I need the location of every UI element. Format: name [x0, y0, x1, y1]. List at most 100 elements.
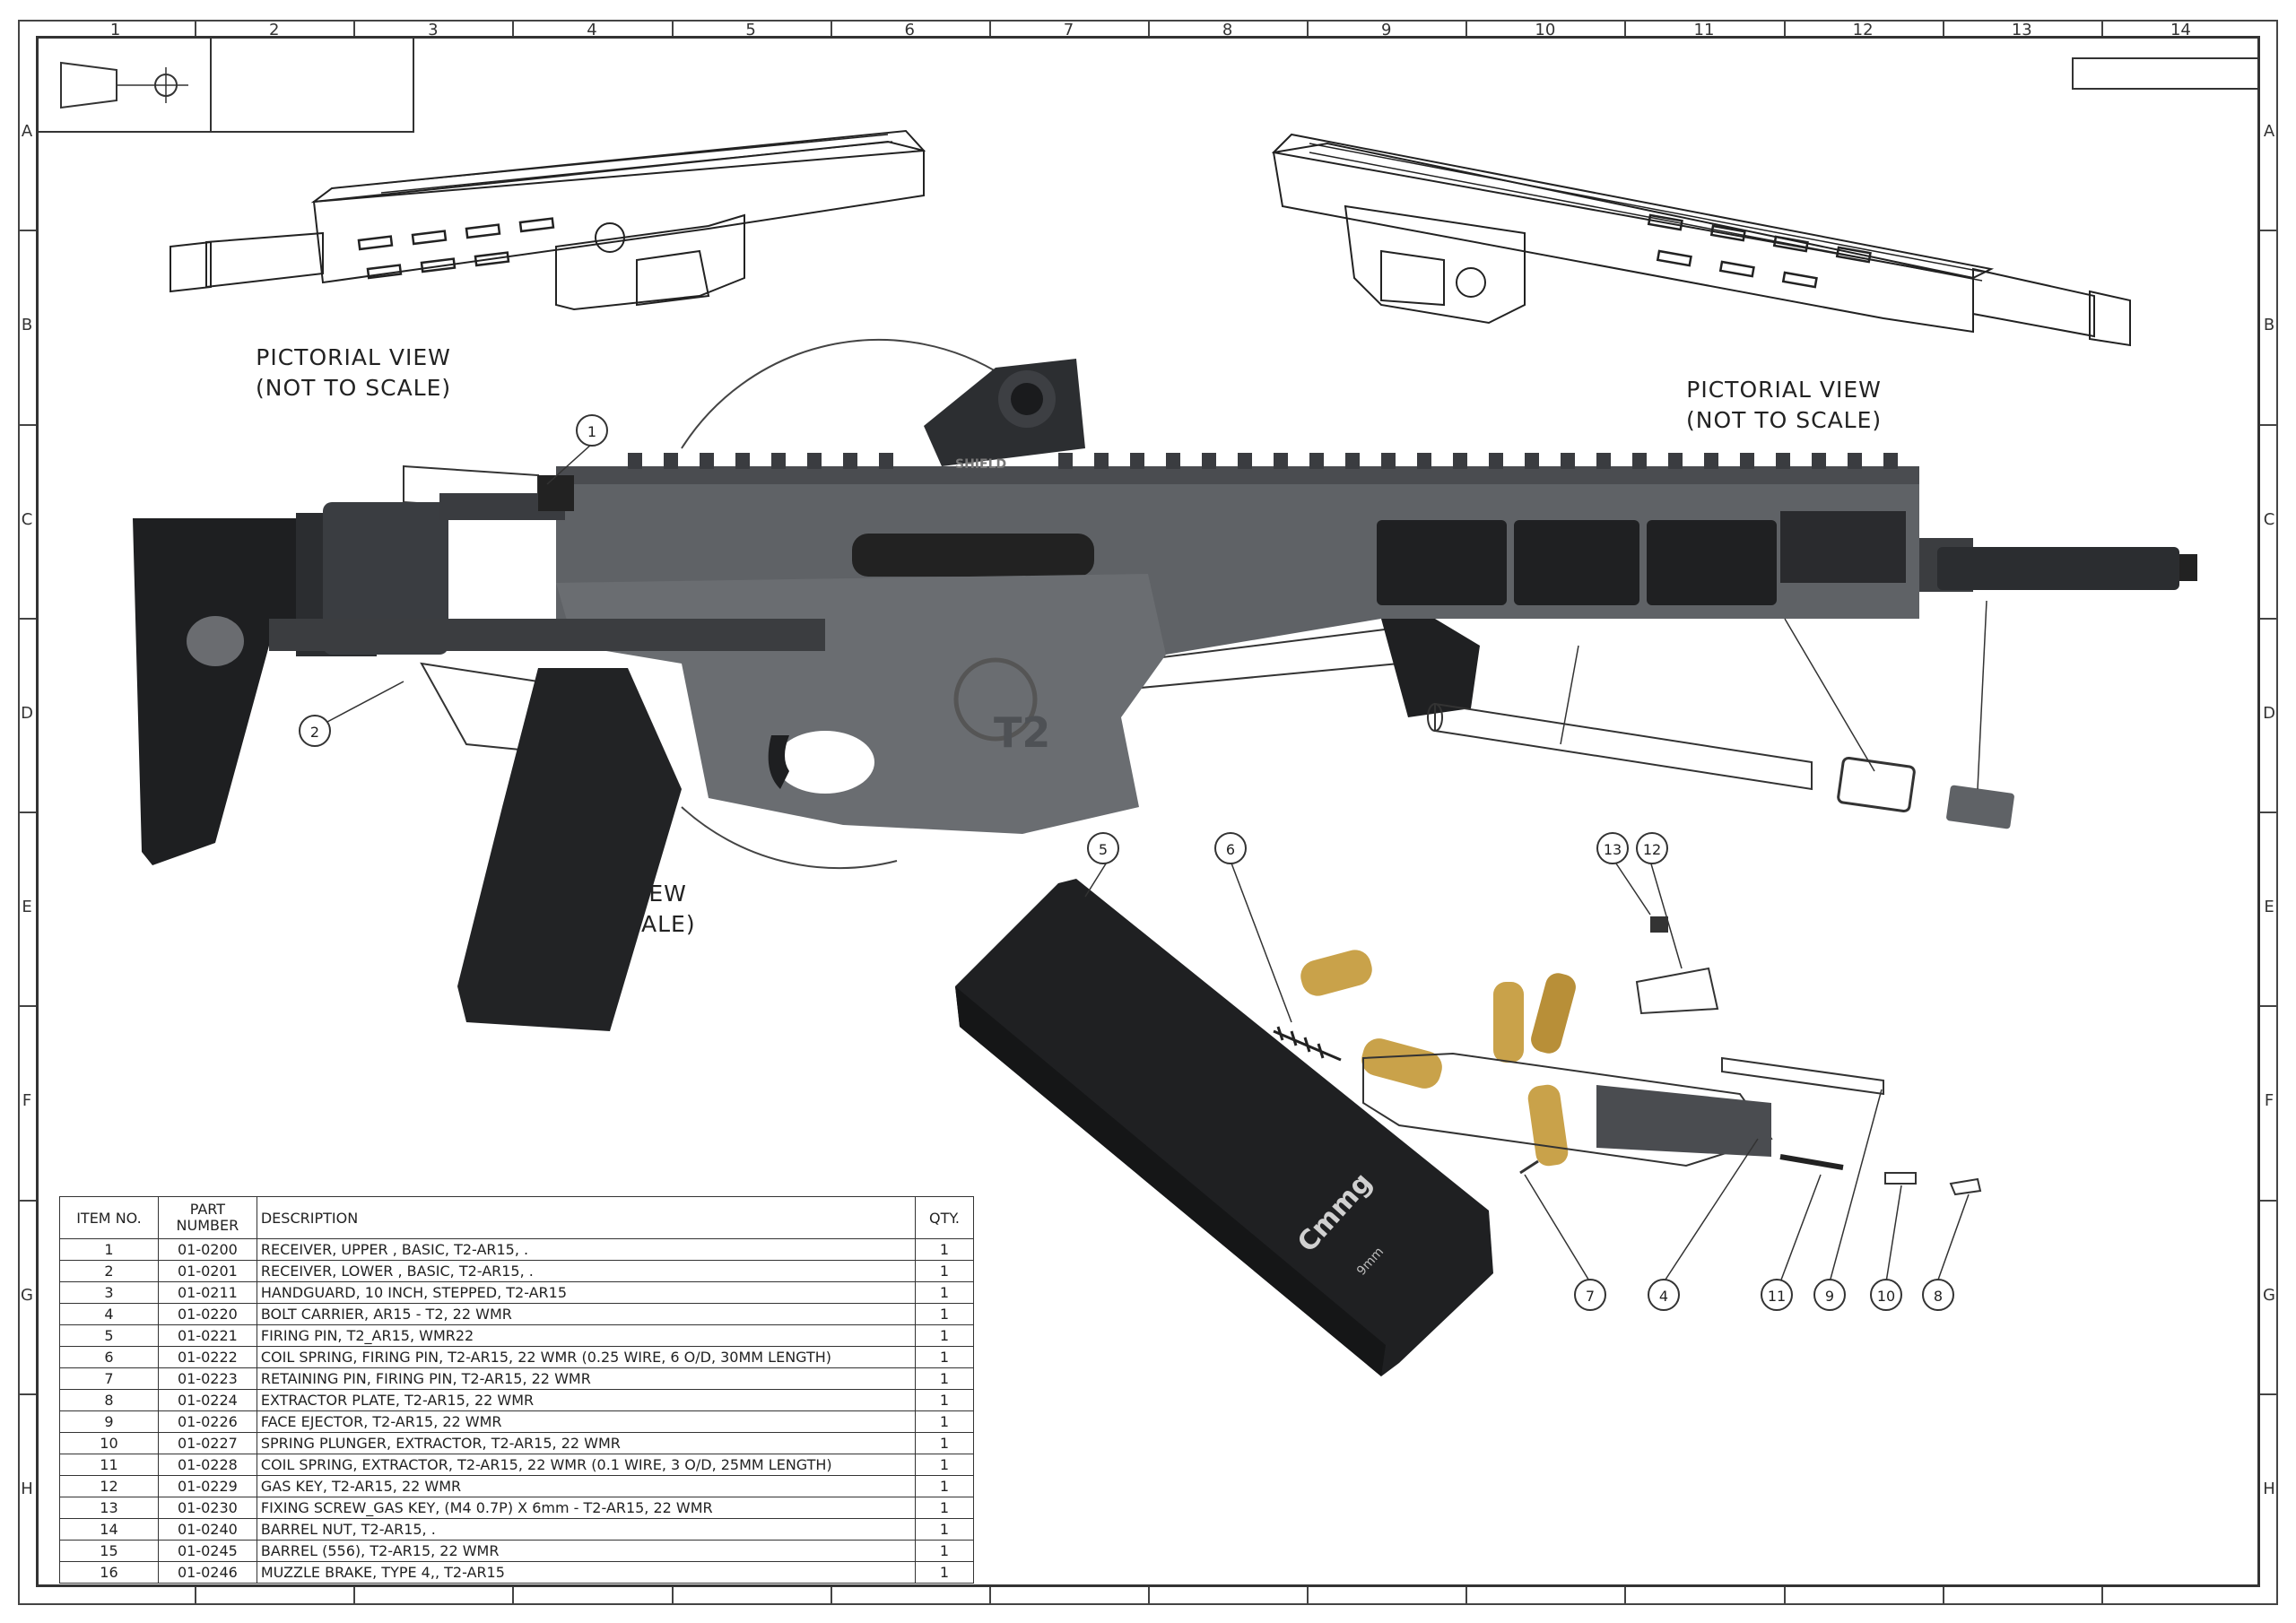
item-balloon: 13: [1596, 832, 1629, 864]
item-balloon: 8: [1922, 1279, 1954, 1311]
zone-tick: [1624, 20, 1627, 36]
zone-row-label: E: [2264, 898, 2274, 917]
bom-quantity: 1: [915, 1346, 974, 1368]
zone-row-label: C: [2263, 509, 2275, 529]
zone-tick: [18, 423, 36, 426]
zone-tick: [1783, 1587, 1786, 1603]
zone-tick: [1307, 20, 1309, 36]
item-balloon: 10: [1870, 1279, 1902, 1311]
zone-tick: [195, 20, 197, 36]
t2-logo: T2: [994, 708, 1051, 757]
pictorial-view-title: PICTORIAL VIEW: [1686, 377, 1882, 403]
zone-tick: [18, 812, 36, 813]
bom-header-description: DESCRIPTION: [256, 1196, 917, 1239]
zone-column-label: 8: [1222, 21, 1233, 39]
bom-item-number: 16: [59, 1561, 159, 1584]
bom-part-number: 01-0229: [157, 1475, 257, 1497]
bom-part-number: 01-0200: [157, 1238, 257, 1261]
item-balloon: 1: [576, 414, 608, 447]
bom-quantity: 1: [915, 1410, 974, 1433]
bom-description: COIL SPRING, FIRING PIN, T2-AR15, 22 WMR…: [256, 1346, 917, 1368]
bom-description: GAS KEY, T2-AR15, 22 WMR: [256, 1475, 917, 1497]
zone-column-label: 11: [1693, 21, 1715, 39]
pictorial-view-partial-label: IEW ALE): [641, 879, 696, 940]
bom-item-number: 13: [59, 1497, 159, 1519]
zone-tick: [353, 1587, 356, 1603]
bom-quantity: 1: [915, 1540, 974, 1562]
zone-column-label: 1: [109, 21, 121, 39]
zone-tick: [18, 230, 36, 232]
bom-description: RECEIVER, LOWER , BASIC, T2-AR15, .: [256, 1260, 917, 1282]
zone-row-label: G: [21, 1285, 33, 1305]
bom-quantity: 1: [915, 1475, 974, 1497]
bom-item-number: 4: [59, 1303, 159, 1325]
zone-row-label: B: [2263, 316, 2275, 335]
bom-description: RECEIVER, UPPER , BASIC, T2-AR15, .: [256, 1238, 917, 1261]
zone-tick: [1307, 1587, 1309, 1603]
zone-tick: [671, 1587, 674, 1603]
bom-item-number: 10: [59, 1432, 159, 1454]
bom-quantity: 1: [915, 1367, 974, 1390]
bom-part-number: 01-0228: [157, 1454, 257, 1476]
zone-tick: [2260, 1005, 2278, 1008]
zone-tick: [1942, 1587, 1944, 1603]
bom-part-number: 01-0223: [157, 1367, 257, 1390]
bom-quantity: 1: [915, 1454, 974, 1476]
item-balloon: 4: [1648, 1279, 1680, 1311]
zone-row-label: H: [2263, 1479, 2275, 1498]
item-balloon: 11: [1761, 1279, 1793, 1311]
zone-column-label: 7: [1063, 21, 1074, 39]
zone-row-label: G: [2263, 1285, 2275, 1305]
bom-quantity: 1: [915, 1561, 974, 1584]
optic-brand-mark: SHIELD: [955, 457, 1007, 472]
bom-item-number: 9: [59, 1410, 159, 1433]
zone-tick: [195, 1587, 197, 1603]
zone-tick: [2260, 230, 2278, 232]
bom-item-number: 7: [59, 1367, 159, 1390]
zone-column-label: 3: [428, 21, 439, 39]
zone-tick: [2260, 812, 2278, 813]
bom-description: BARREL (556), T2-AR15, 22 WMR: [256, 1540, 917, 1562]
third-angle-projection-icon: [60, 61, 188, 109]
bom-quantity: 1: [915, 1518, 974, 1541]
pictorial-view-title: PICTORIAL VIEW: [256, 344, 451, 370]
zone-column-label: 10: [1535, 21, 1556, 39]
bom-description: EXTRACTOR PLATE, T2-AR15, 22 WMR: [256, 1389, 917, 1411]
bom-description: BARREL NUT, T2-AR15, .: [256, 1518, 917, 1541]
drawing-frame: [36, 36, 2260, 1587]
pictorial-view-note: (NOT TO SCALE): [1686, 407, 1883, 433]
item-balloon: 7: [1574, 1279, 1606, 1311]
bom-part-number: 01-0230: [157, 1497, 257, 1519]
bom-item-number: 3: [59, 1281, 159, 1304]
zone-row-label: C: [21, 509, 33, 529]
bom-part-number: 01-0226: [157, 1410, 257, 1433]
bom-header-part-number: PART NUMBER: [157, 1196, 257, 1239]
zone-tick: [2100, 1587, 2103, 1603]
zone-tick: [1465, 20, 1468, 36]
pictorial-view-right-label: PICTORIAL VIEW (NOT TO SCALE): [1686, 375, 1882, 436]
zone-column-label: 2: [268, 21, 280, 39]
bom-description: FIRING PIN, T2_AR15, WMR22: [256, 1324, 917, 1347]
bom-part-number: 01-0246: [157, 1561, 257, 1584]
item-balloon: 12: [1636, 832, 1668, 864]
bom-description: FACE EJECTOR, T2-AR15, 22 WMR: [256, 1410, 917, 1433]
zone-tick: [2100, 20, 2103, 36]
bom-part-number: 01-0201: [157, 1260, 257, 1282]
zone-row-label: D: [21, 703, 33, 723]
zone-tick: [830, 1587, 832, 1603]
bom-part-number: 01-0240: [157, 1518, 257, 1541]
bom-item-number: 6: [59, 1346, 159, 1368]
bom-part-number: 01-0222: [157, 1346, 257, 1368]
zone-tick: [2260, 423, 2278, 426]
bom-description: MUZZLE BRAKE, TYPE 4,, T2-AR15: [256, 1561, 917, 1584]
bom-quantity: 1: [915, 1389, 974, 1411]
